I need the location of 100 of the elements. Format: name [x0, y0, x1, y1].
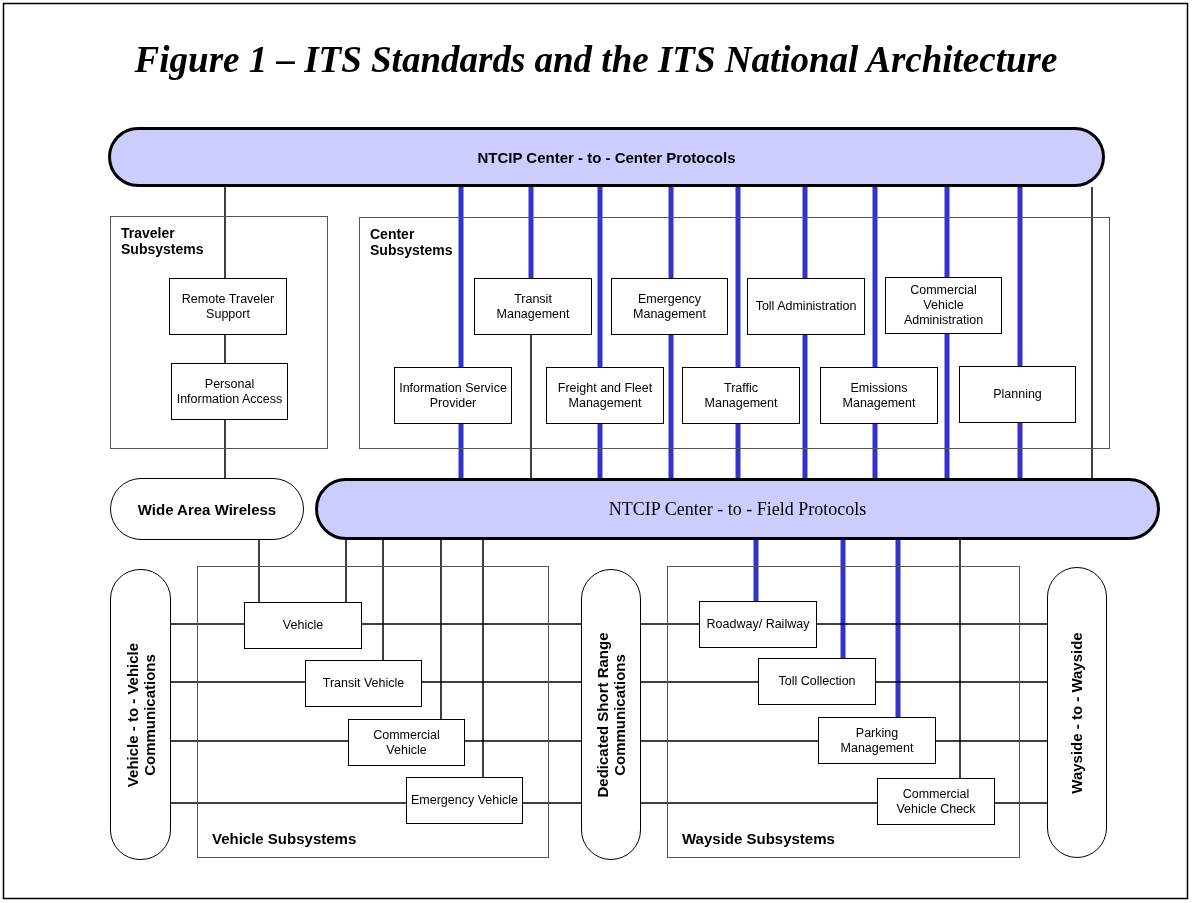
connector-line	[528, 187, 534, 278]
connector-line	[440, 539, 442, 720]
connector-line	[640, 740, 819, 742]
connector-line	[944, 187, 950, 277]
box-label: Traffic Management	[703, 380, 779, 411]
connector-line	[482, 539, 484, 778]
box-label: Toll Administration	[754, 299, 858, 314]
box-label: NTCIP Center - to - Field Protocols	[608, 498, 867, 520]
subsystem-group-panel	[110, 216, 328, 449]
connector-line	[959, 539, 961, 779]
box-label: Commercial Vehicle	[372, 727, 441, 758]
connector-line	[345, 539, 347, 603]
connector-line	[170, 623, 245, 625]
box-label: Parking Management	[839, 725, 915, 756]
subsystem-group-panel	[359, 217, 1110, 449]
connector-line	[1017, 187, 1023, 366]
box-label: Commercial Vehicle Check	[895, 786, 977, 817]
subsystem-box	[474, 278, 592, 335]
box-label: Roadway/ Railway	[705, 617, 811, 632]
connector-line	[640, 623, 700, 625]
connector-line	[735, 424, 741, 478]
connector-line	[872, 187, 878, 367]
subsystem-box	[171, 363, 288, 420]
connector-line	[802, 187, 808, 278]
connector-line	[597, 187, 603, 367]
subsystem-box	[699, 601, 817, 648]
group-heading: Vehicle Subsystems	[212, 829, 357, 847]
subsystem-box	[244, 602, 362, 649]
connector-line	[668, 335, 674, 478]
box-label: Remote Traveler Support	[180, 291, 276, 322]
connector-line	[944, 334, 950, 478]
communications-bar	[110, 569, 171, 860]
box-label: Vehicle	[281, 618, 325, 633]
subsystem-box	[820, 367, 938, 424]
connector-line	[935, 740, 1048, 742]
box-label: Toll Collection	[777, 674, 857, 689]
figure-title: Figure 1 – ITS Standards and the ITS National Architecture	[133, 38, 1059, 81]
box-label: Information Service Provider	[398, 380, 508, 411]
connector-line	[875, 681, 1048, 683]
box-label: NTCIP Center - to - Center Protocols	[477, 148, 736, 166]
connector-line	[1017, 423, 1023, 478]
subsystem-box	[758, 658, 876, 705]
box-label: Freight and Fleet Management	[556, 380, 654, 411]
box-label: Commercial Vehicle Administration	[902, 283, 985, 328]
subsystem-box	[611, 278, 728, 335]
connector-line	[802, 335, 808, 478]
box-label: Wide Area Wireless	[137, 500, 277, 518]
subsystem-box	[877, 778, 995, 825]
connector-line	[258, 539, 260, 603]
connector-line	[464, 740, 582, 742]
connector-line	[530, 334, 532, 479]
connector-line	[522, 802, 582, 804]
vertical-label: Wayside - to - Wayside	[1068, 630, 1086, 796]
subsystem-box	[546, 367, 664, 424]
connector-line	[753, 540, 759, 601]
connector-line	[458, 424, 464, 478]
communications-bar	[581, 569, 641, 860]
connector-line	[994, 802, 1048, 804]
connector-line	[170, 681, 306, 683]
box-label: Emergency Management	[632, 291, 707, 322]
box-label: Transit Vehicle	[321, 676, 406, 691]
connector-line	[421, 681, 582, 683]
group-heading: Center Subsystems	[370, 226, 450, 259]
subsystem-box	[959, 366, 1076, 423]
subsystem-group-panel	[667, 566, 1020, 858]
connector-line	[640, 681, 759, 683]
connector-line	[1091, 186, 1093, 479]
box-label: Planning	[992, 387, 1043, 402]
subsystem-box	[682, 367, 800, 424]
box-label: Transit Management	[495, 291, 571, 322]
group-heading: Traveler Subsystems	[121, 225, 201, 258]
subsystem-box	[348, 719, 465, 766]
subsystem-group-panel	[197, 566, 549, 858]
box-label: Personal Information Access	[175, 376, 284, 407]
box-label: Emissions Management	[841, 380, 917, 411]
connector-line	[224, 419, 226, 479]
connector-line	[840, 540, 846, 658]
connector-line	[597, 424, 603, 478]
subsystem-box	[169, 278, 287, 335]
connector-line	[668, 187, 674, 278]
connector-line	[224, 186, 226, 279]
group-heading: Wayside Subsystems	[682, 829, 835, 847]
connector-line	[895, 540, 901, 717]
vertical-label: Vehicle - to - Vehicle Communications	[123, 641, 158, 789]
connector-line	[816, 623, 1048, 625]
connector-line	[361, 623, 582, 625]
subsystem-box	[885, 277, 1002, 334]
subsystem-box	[305, 660, 422, 707]
connector-line	[640, 802, 878, 804]
communications-bar	[1047, 567, 1107, 858]
protocol-bar	[108, 127, 1105, 187]
connector-line	[735, 187, 741, 367]
connector-line	[224, 334, 226, 364]
subsystem-box	[406, 777, 523, 824]
connector-line	[170, 740, 349, 742]
subsystem-box	[747, 278, 865, 335]
subsystem-box	[394, 367, 512, 424]
connector-line	[458, 187, 464, 367]
subsystem-box	[818, 717, 936, 764]
connector-line	[872, 424, 878, 478]
